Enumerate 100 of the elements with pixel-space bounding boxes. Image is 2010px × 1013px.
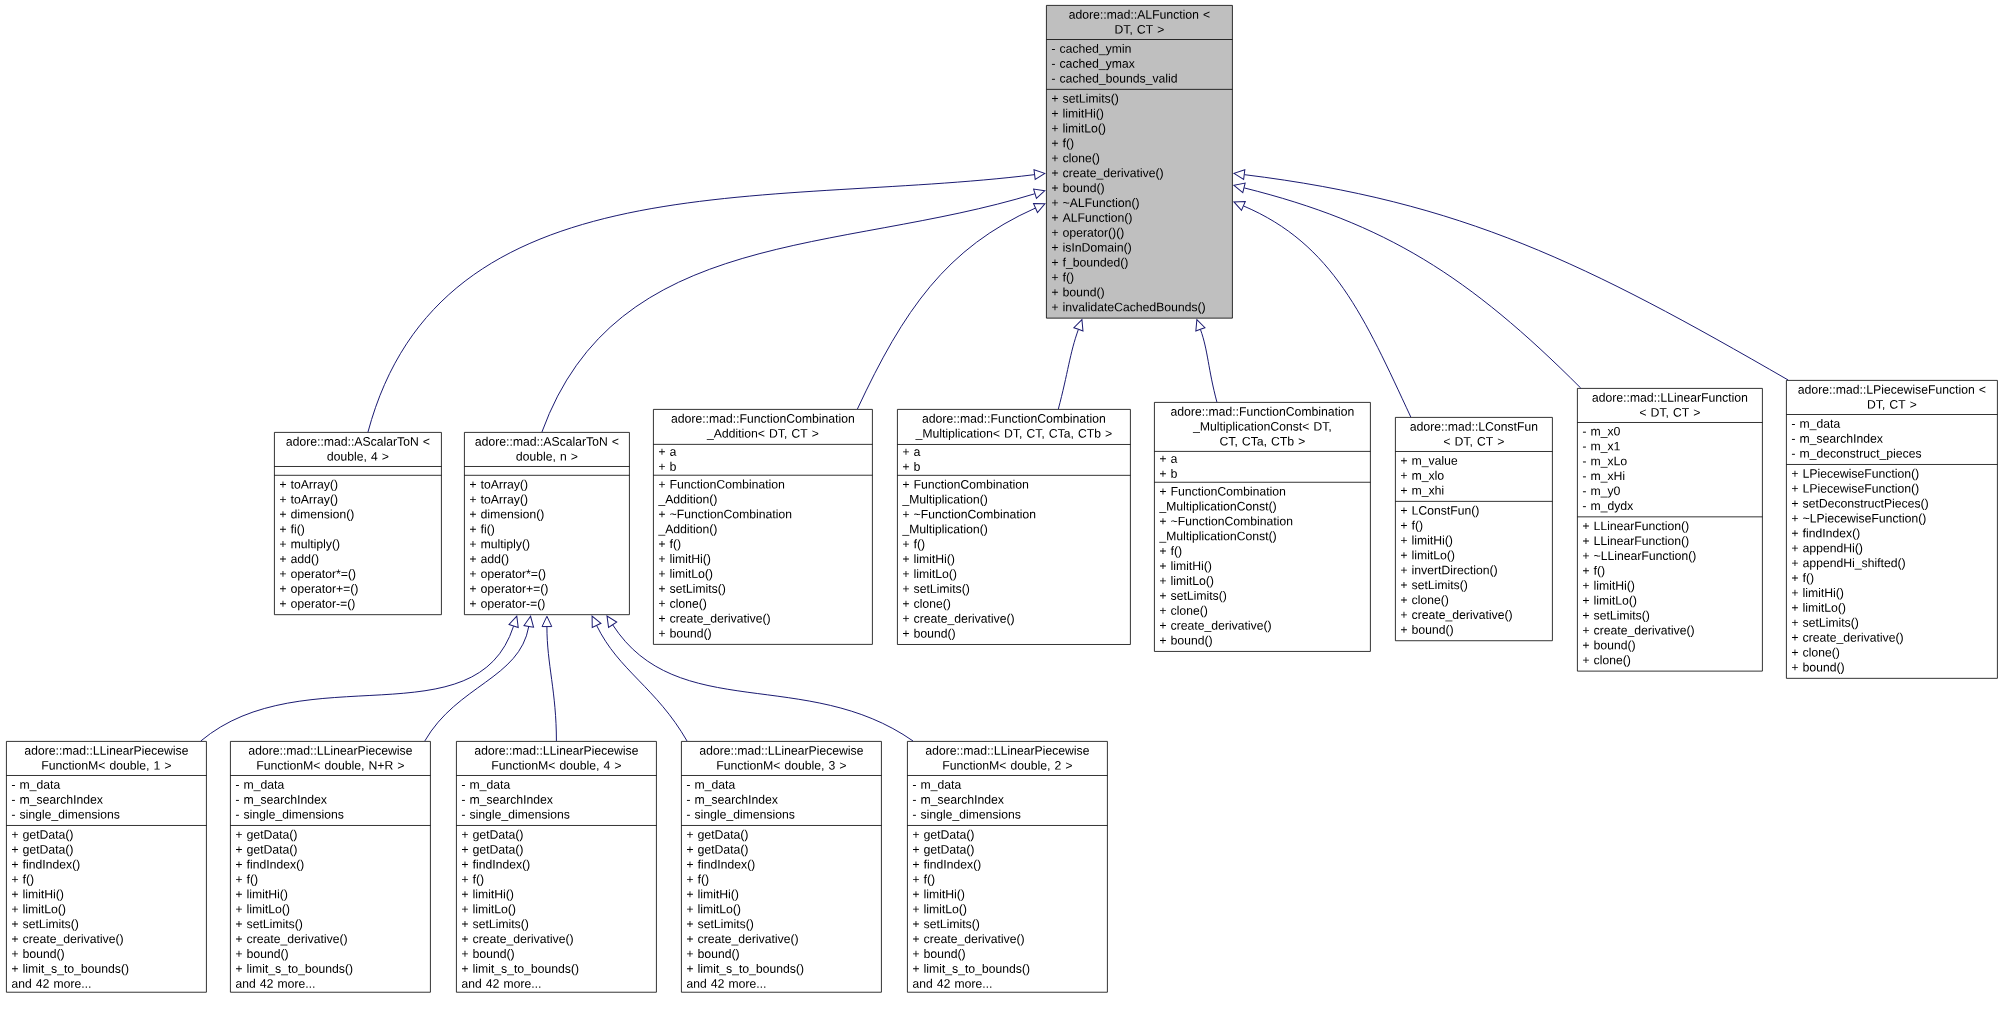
inheritance-arrow <box>367 169 1046 433</box>
method: + limitHi() <box>1583 580 1635 593</box>
method: + create_derivative() <box>659 613 770 626</box>
inheritance-arrow <box>856 203 1046 410</box>
method: + create_derivative() <box>1052 168 1163 180</box>
class-name: adore::mad::AScalarToN < double, n > <box>475 436 619 463</box>
method: + f() <box>236 874 258 886</box>
method: + toArray() <box>470 494 528 506</box>
method: + limitLo() <box>236 904 290 916</box>
method: + setLimits() <box>659 583 726 596</box>
method: + bound() <box>1792 662 1844 674</box>
method: + limitHi() <box>462 889 514 901</box>
class-box <box>653 409 873 645</box>
method: + limit_s_to_bounds() <box>913 963 1030 976</box>
method: + LPiecewiseFunction() <box>1792 483 1919 496</box>
method: + fi() <box>470 524 495 536</box>
method: + toArray() <box>280 494 338 506</box>
method: + dimension() <box>470 509 544 521</box>
method: + limitHi() <box>1792 588 1844 600</box>
more-note: and 42 more... <box>686 978 766 988</box>
class-box <box>1046 5 1233 319</box>
method: + getData() <box>913 829 974 842</box>
method: + getData() <box>462 844 523 857</box>
method: + getData() <box>236 829 297 842</box>
method: + create_derivative() <box>12 934 123 946</box>
method: + setLimits() <box>1583 610 1650 623</box>
method: + create_derivative() <box>913 934 1024 946</box>
method: + f() <box>1401 520 1423 533</box>
method: + setLimits() <box>236 919 303 931</box>
method: + bound() <box>12 949 64 961</box>
attribute: - m_deconstruct_pieces <box>1791 448 1922 461</box>
method: + operator*=() <box>470 569 546 581</box>
method: + bound() <box>687 949 739 961</box>
method: + setDeconstructPieces() <box>1792 498 1928 511</box>
method: + limitHi() <box>1401 535 1453 547</box>
method: + getData() <box>12 844 73 857</box>
class-box <box>1786 380 1998 679</box>
method: + clone() <box>1401 595 1449 607</box>
attribute: - m_searchIndex <box>11 794 103 807</box>
inheritance-arrow <box>1195 319 1218 403</box>
method: + limitLo() <box>1792 602 1846 615</box>
method: + limit_s_to_bounds() <box>12 963 129 976</box>
method: + setLimits() <box>687 919 754 931</box>
inheritance-arrow <box>1057 319 1084 410</box>
attribute: + a <box>659 448 677 456</box>
method: + ~FunctionCombination _Multiplication() <box>902 509 1036 536</box>
method: + getData() <box>12 829 73 842</box>
attribute: - single_dimensions <box>912 809 1021 822</box>
method: + getData() <box>913 844 974 857</box>
class-name: adore::mad::FunctionCombination _Multiplication< DT, CT, CTa, CTb > <box>915 413 1112 441</box>
method: + limitHi() <box>236 889 288 901</box>
attribute: - m_data <box>461 779 511 792</box>
class-name: adore::mad::LConstFun < DT, CT > <box>1410 421 1538 448</box>
method: + appendHi() <box>1792 543 1863 555</box>
attribute: - single_dimensions <box>686 809 795 822</box>
attribute: - single_dimensions <box>235 809 344 822</box>
method: + create_derivative() <box>462 934 573 946</box>
method: + findIndex() <box>687 859 755 872</box>
class-box <box>897 409 1131 645</box>
method: + create_derivative() <box>236 934 347 946</box>
class-box <box>456 741 657 993</box>
method: + bound() <box>236 949 288 961</box>
more-note: and 42 more... <box>235 978 315 988</box>
method: + setLimits() <box>1401 580 1468 592</box>
method: + isInDomain() <box>1052 242 1131 255</box>
class-box <box>230 741 431 993</box>
method: + bound() <box>659 628 711 640</box>
class-name: adore::mad::LPiecewiseFunction < DT, CT > <box>1798 384 1986 411</box>
method: + findIndex() <box>913 859 981 872</box>
method: + f() <box>1052 138 1074 150</box>
attribute: - m_searchIndex <box>235 794 327 807</box>
method: + findIndex() <box>462 859 530 872</box>
method: + f() <box>1583 565 1605 578</box>
method: + create_derivative() <box>687 934 798 946</box>
method: + limit_s_to_bounds() <box>462 963 579 976</box>
class-name: adore::mad::AScalarToN < double, 4 > <box>286 436 430 463</box>
method: + invalidateCachedBounds() <box>1052 302 1205 314</box>
class-box <box>907 741 1108 993</box>
method: + ~LPiecewiseFunction() <box>1792 513 1926 525</box>
attribute: - m_searchIndex <box>461 794 553 807</box>
method: + clone() <box>1160 605 1208 618</box>
method: + ~ALFunction() <box>1052 198 1139 210</box>
method: + setLimits() <box>903 584 970 596</box>
method: + setLimits() <box>1792 617 1859 630</box>
method: + f() <box>1160 546 1182 558</box>
method: + f() <box>1052 272 1074 284</box>
class-name: adore::mad::LLinearPiecewise FunctionM< double, 3 > <box>699 745 863 772</box>
method: + findIndex() <box>236 859 304 872</box>
method: + findIndex() <box>12 859 80 872</box>
method: + ~FunctionCombination _MultiplicationConst() <box>1159 516 1293 543</box>
method: + limitLo() <box>12 904 66 916</box>
class-name: adore::mad::LLinearPiecewise FunctionM< double, 1 > <box>24 745 188 772</box>
method: + setLimits() <box>1160 590 1227 603</box>
method: + f() <box>659 539 681 551</box>
inheritance-arrow <box>1233 200 1412 418</box>
method: + getData() <box>687 844 748 857</box>
attribute: - m_xLo <box>1582 456 1627 468</box>
method: + clone() <box>659 598 707 611</box>
attribute: - m_searchIndex <box>912 794 1004 807</box>
method: + multiply() <box>280 539 340 551</box>
